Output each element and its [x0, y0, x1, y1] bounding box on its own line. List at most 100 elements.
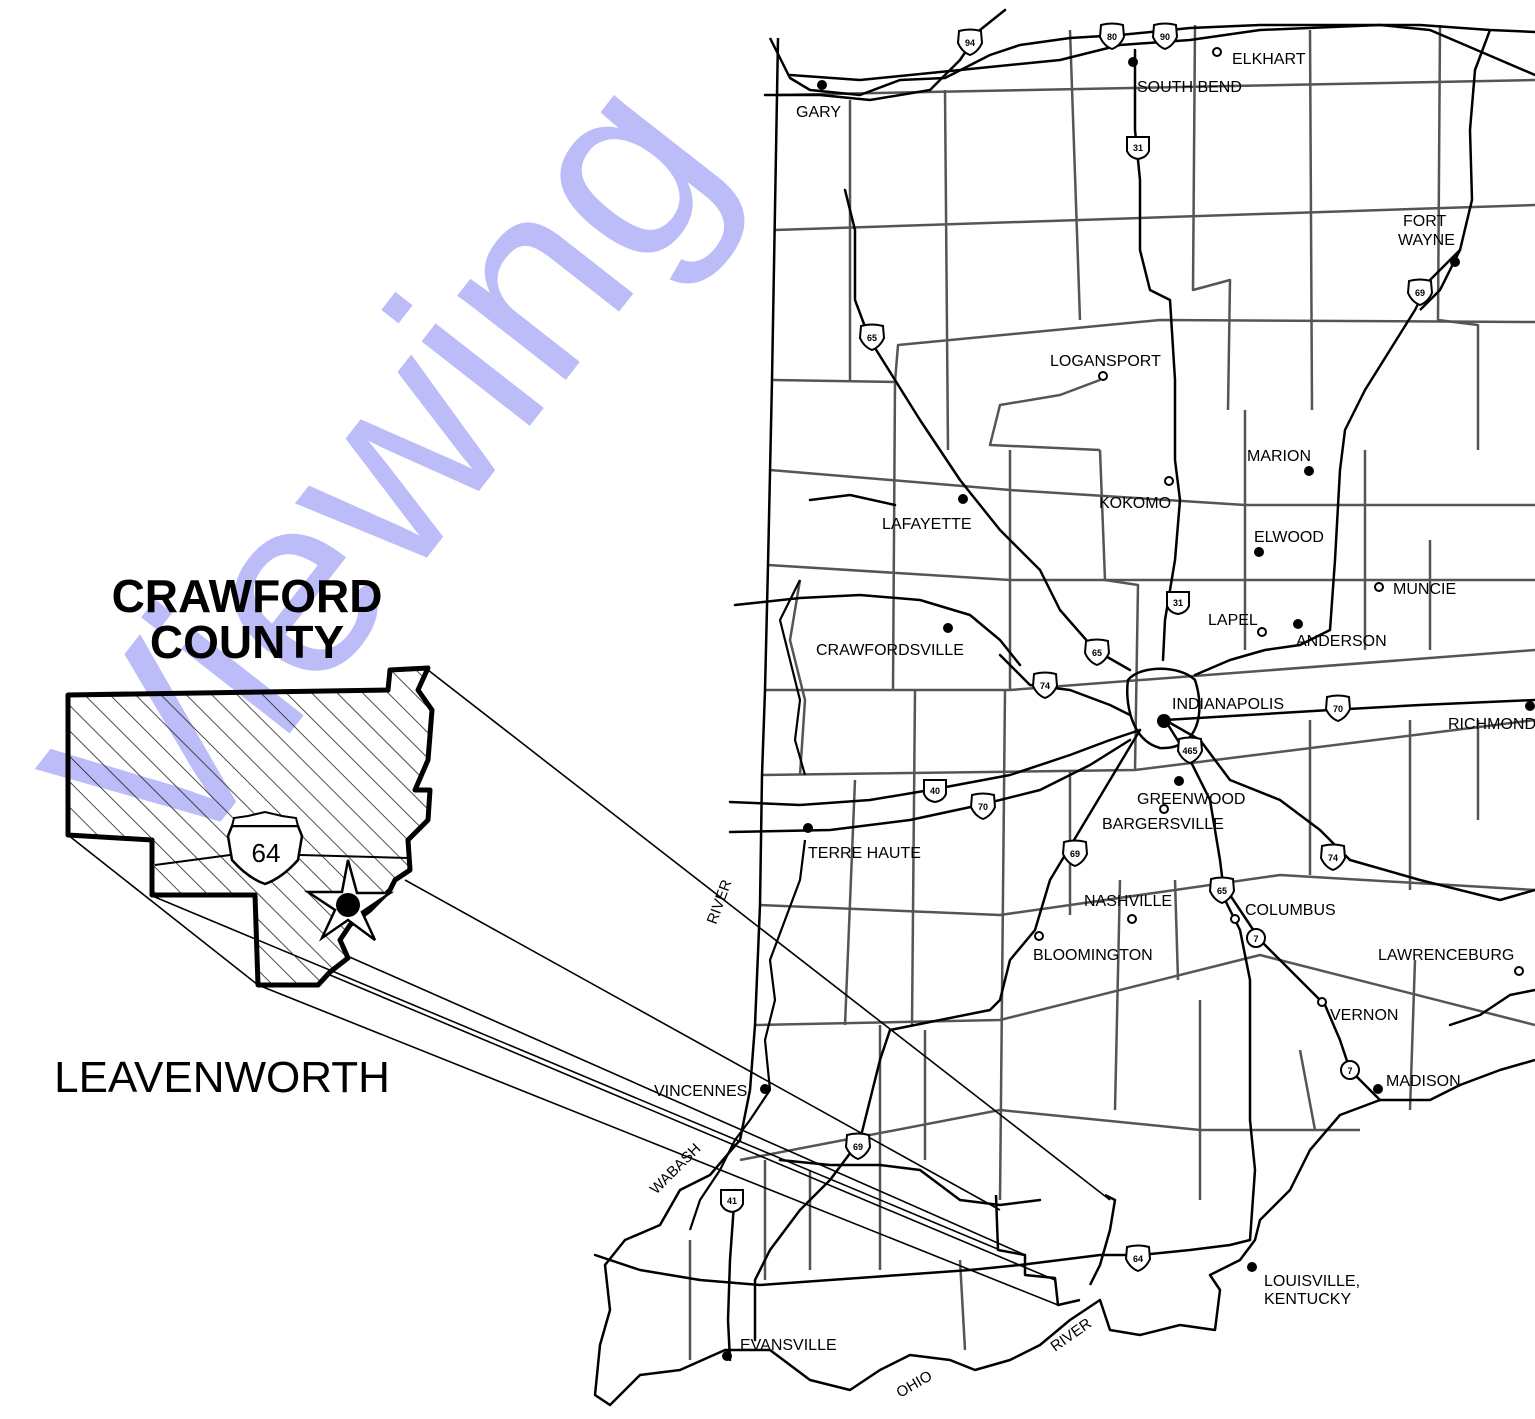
- highway-shield-7: 7: [1246, 928, 1266, 948]
- bloomington-marker: [1034, 931, 1044, 941]
- highway-shield-64: 64: [1124, 1244, 1152, 1273]
- highway-shield-90: 90: [1151, 22, 1179, 51]
- richmond-marker: [1525, 701, 1535, 711]
- highway-shield-70: 70: [1324, 694, 1352, 723]
- city-label-lawrenceburg: LAWRENCEBURG: [1378, 947, 1514, 964]
- logansport-marker: [1098, 371, 1108, 381]
- highway-shield-465: 465: [1176, 736, 1204, 765]
- highway-shield-label: 7: [1347, 1066, 1352, 1076]
- city-label-nashville: NASHVILLE: [1084, 893, 1172, 910]
- city-label-columbus: COLUMBUS: [1245, 902, 1336, 919]
- highway-shield-65: 65: [1208, 876, 1236, 905]
- crawford-county-inset: 64 CRAWFORD COUNTY LEAVENWORTH: [54, 570, 435, 1102]
- river-label-wabash: WABASH: [647, 1140, 705, 1198]
- inset-title-line1: CRAWFORD: [112, 570, 383, 622]
- highway-shield-label: 69: [1070, 849, 1080, 859]
- city-label-fortwayne2: WAYNE: [1398, 232, 1455, 249]
- highway-shield-74: 74: [1319, 843, 1347, 872]
- city-label-anderson: ANDERSON: [1296, 633, 1387, 650]
- highway-shield-80: 80: [1098, 22, 1126, 51]
- river-labels: RIVER WABASH OHIO RIVER: [647, 877, 1095, 1401]
- evansville-marker: [722, 1351, 732, 1361]
- highway-shield-label: 31: [1173, 598, 1183, 608]
- highway-shield-74: 74: [1031, 671, 1059, 700]
- gary-marker: [817, 80, 827, 90]
- kokomo-marker: [1164, 476, 1174, 486]
- highway-shield-label: 465: [1182, 746, 1197, 756]
- highway-shield-label: 90: [1160, 32, 1170, 42]
- highway-shield-7: 7: [1340, 1060, 1360, 1080]
- vincennes-marker: [760, 1084, 770, 1094]
- muncie-marker: [1374, 582, 1384, 592]
- city-label-bloomington: BLOOMINGTON: [1033, 947, 1153, 964]
- city-label-indianapolis: INDIANAPOLIS: [1172, 696, 1284, 713]
- river-label-s: RIVER: [1048, 1315, 1095, 1355]
- highway-shield-label: 74: [1040, 681, 1050, 691]
- river-label-ohio: OHIO: [894, 1368, 936, 1402]
- terrehaute-marker: [803, 823, 813, 833]
- city-label-evansville: EVANSVILLE: [740, 1337, 837, 1354]
- city-label-madison: MADISON: [1386, 1073, 1461, 1090]
- highway-shield-label: 69: [853, 1142, 863, 1152]
- lawrenceburg-marker: [1514, 966, 1524, 976]
- highway-shield-label: 65: [1092, 648, 1102, 658]
- city-label-kokomo: KOKOMO: [1099, 495, 1171, 512]
- highway-shield-65: 65: [858, 323, 886, 352]
- louisville1-marker: [1247, 1262, 1257, 1272]
- highway-shield-label: 7: [1253, 934, 1258, 944]
- highway-shield-40: 40: [923, 779, 947, 804]
- city-label-louisville1: LOUISVILLE,: [1264, 1273, 1360, 1290]
- elkhart-marker: [1212, 47, 1222, 57]
- city-label-elkhart: ELKHART: [1232, 51, 1306, 68]
- highway-shield-label: 31: [1133, 143, 1143, 153]
- lafayette-marker: [958, 494, 968, 504]
- city-label-crawfordsville: CRAWFORDSVILLE: [816, 642, 964, 659]
- highway-shield-label: 80: [1107, 32, 1117, 42]
- highway-shield-label: 41: [727, 1196, 737, 1206]
- highway-shield-label: 65: [1217, 886, 1227, 896]
- bargersville-marker: [1159, 804, 1169, 814]
- lapel-marker: [1257, 627, 1267, 637]
- marion-marker: [1304, 466, 1314, 476]
- columbus-marker: [1230, 914, 1240, 924]
- city-label-bargersville: BARGERSVILLE: [1102, 816, 1224, 833]
- highway-shield-31: 31: [1126, 136, 1150, 161]
- city-label-gary: GARY: [796, 104, 841, 121]
- rivers: [688, 579, 807, 1231]
- city-label-greenwood: GREENWOOD: [1137, 791, 1245, 808]
- city-label-fortwayne1: FORT: [1403, 213, 1446, 230]
- city-label-logansport: LOGANSPORT: [1050, 353, 1161, 370]
- anderson-marker: [1293, 619, 1303, 629]
- nashville-marker: [1127, 914, 1137, 924]
- highway-shield-69: 69: [844, 1132, 872, 1161]
- inset-interstate-64-shield: 64: [226, 810, 304, 886]
- highway-shields: 94 80 90 31 65 69 465 70 74 40 70 69 74 65 7 7 69 41 64 31 6…: [720, 22, 1434, 1273]
- highway-shield-94: 94: [956, 28, 984, 57]
- city-label-elwood: ELWOOD: [1254, 529, 1324, 546]
- inset-title-line2: COUNTY: [150, 616, 344, 668]
- highway-shield-65: 65: [1083, 638, 1111, 667]
- inset-town-label: LEAVENWORTH: [54, 1053, 390, 1102]
- city-label-richmond: RICHMOND: [1448, 716, 1535, 733]
- highway-shield-label: 74: [1328, 853, 1338, 863]
- highway-shield-label: 65: [867, 333, 877, 343]
- city-label-lafayette: LAFAYETTE: [882, 516, 972, 533]
- highway-shield-label: 70: [1333, 704, 1343, 714]
- madison-marker: [1373, 1084, 1383, 1094]
- city-label-lapel: LAPEL: [1208, 612, 1258, 629]
- highway-shield-69: 69: [1406, 278, 1434, 307]
- star-icon: [303, 859, 395, 942]
- elwood-marker: [1254, 547, 1264, 557]
- highway-shield-69: 69: [1061, 839, 1089, 868]
- city-label-terrehaute: TERRE HAUTE: [808, 845, 921, 862]
- southbend-marker: [1128, 57, 1138, 67]
- highway-shield-41: 41: [720, 1189, 744, 1214]
- highway-shield-31: 31: [1166, 591, 1190, 616]
- river-label-w: RIVER: [704, 877, 736, 926]
- vernon-marker: [1317, 997, 1327, 1007]
- highway-shield-70: 70: [969, 792, 997, 821]
- fortwayne2-marker: [1450, 257, 1460, 267]
- city-label-vernon: VERNON: [1330, 1007, 1398, 1024]
